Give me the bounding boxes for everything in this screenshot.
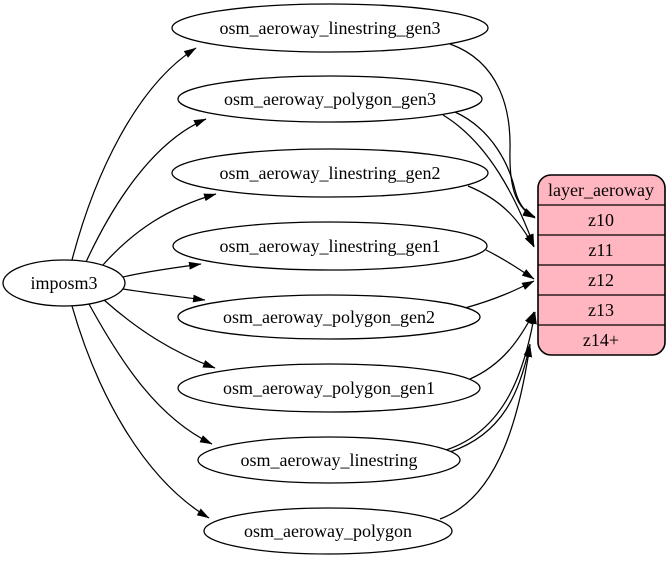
node-osm-aeroway-linestring-gen2: osm_aeroway_linestring_gen2 — [171, 148, 489, 198]
node-osm-aeroway-linestring: osm_aeroway_linestring — [197, 436, 461, 484]
linestring-ellipse — [197, 436, 461, 484]
linestring-label: osm_aeroway_linestring — [241, 450, 418, 470]
node-osm-aeroway-polygon: osm_aeroway_polygon — [203, 507, 453, 555]
node-osm-aeroway-linestring-gen1: osm_aeroway_linestring_gen1 — [172, 221, 488, 271]
table-row-z13: z13 — [588, 300, 614, 320]
polygon-gen1-ellipse — [177, 363, 481, 413]
edge-polygon-gen3-to-z11 — [442, 114, 535, 247]
linestring-gen2-ellipse — [171, 148, 489, 198]
table-layer-aeroway: layer_aeroway z10 z11 z12 z13 z14+ — [537, 174, 666, 356]
edge-imposm3-to-polygon-gen2 — [122, 288, 206, 303]
edge-imposm3-to-linestring-gen1 — [122, 261, 202, 278]
linestring-gen3-label: osm_aeroway_linestring_gen3 — [220, 18, 441, 38]
edge-linestring-to-z13 — [445, 311, 537, 451]
imposm3-ellipse — [2, 259, 126, 307]
node-osm-aeroway-polygon-gen1: osm_aeroway_polygon_gen1 — [177, 363, 481, 413]
edge-imposm3-to-linestring-gen3 — [71, 47, 197, 261]
polygon-gen2-ellipse — [177, 294, 481, 340]
node-imposm3: imposm3 — [2, 259, 126, 307]
edge-linestring-to-z14 — [449, 343, 532, 453]
edge-group-imposm3 — [71, 47, 217, 519]
polygon-gen1-label: osm_aeroway_polygon_gen1 — [223, 378, 435, 398]
edge-group-layer — [439, 43, 537, 520]
edge-polygon-gen2-to-z12 — [464, 280, 535, 309]
table-row-z12: z12 — [588, 270, 614, 290]
table-row-z10: z10 — [588, 210, 614, 230]
edge-linestring-gen2-to-z11 — [467, 185, 535, 248]
polygon-gen3-ellipse — [177, 75, 483, 123]
polygon-ellipse — [203, 507, 453, 555]
edge-polygon-gen1-to-z13 — [469, 311, 535, 380]
table-header-layer-aeroway: layer_aeroway — [548, 180, 654, 200]
table-row-z11: z11 — [588, 240, 613, 260]
imposm3-label: imposm3 — [30, 273, 97, 293]
node-osm-aeroway-polygon-gen3: osm_aeroway_polygon_gen3 — [177, 75, 483, 123]
node-osm-aeroway-polygon-gen2: osm_aeroway_polygon_gen2 — [177, 294, 481, 340]
polygon-gen2-label: osm_aeroway_polygon_gen2 — [223, 307, 435, 327]
node-osm-aeroway-linestring-gen3: osm_aeroway_linestring_gen3 — [171, 3, 489, 53]
linestring-gen1-label: osm_aeroway_linestring_gen1 — [220, 236, 441, 256]
edge-imposm3-to-polygon-gen1 — [103, 299, 216, 369]
edge-polygon-to-z14 — [439, 344, 533, 520]
linestring-gen1-ellipse — [172, 221, 488, 271]
polygon-gen3-label: osm_aeroway_polygon_gen3 — [224, 89, 436, 109]
edge-polygon-gen3-to-z10 — [454, 111, 536, 218]
edge-linestring-gen3-to-z10 — [449, 43, 536, 219]
edge-linestring-gen1-to-z12 — [485, 249, 535, 280]
linestring-gen2-label: osm_aeroway_linestring_gen2 — [220, 163, 441, 183]
linestring-gen3-ellipse — [171, 3, 489, 53]
edge-imposm3-to-polygon — [71, 305, 210, 519]
edge-imposm3-to-linestring — [88, 303, 213, 445]
edge-imposm3-to-polygon-gen3 — [85, 118, 207, 263]
polygon-label: osm_aeroway_polygon — [244, 521, 412, 541]
edge-imposm3-to-linestring-gen2 — [101, 193, 217, 267]
table-row-z14: z14+ — [583, 330, 619, 350]
